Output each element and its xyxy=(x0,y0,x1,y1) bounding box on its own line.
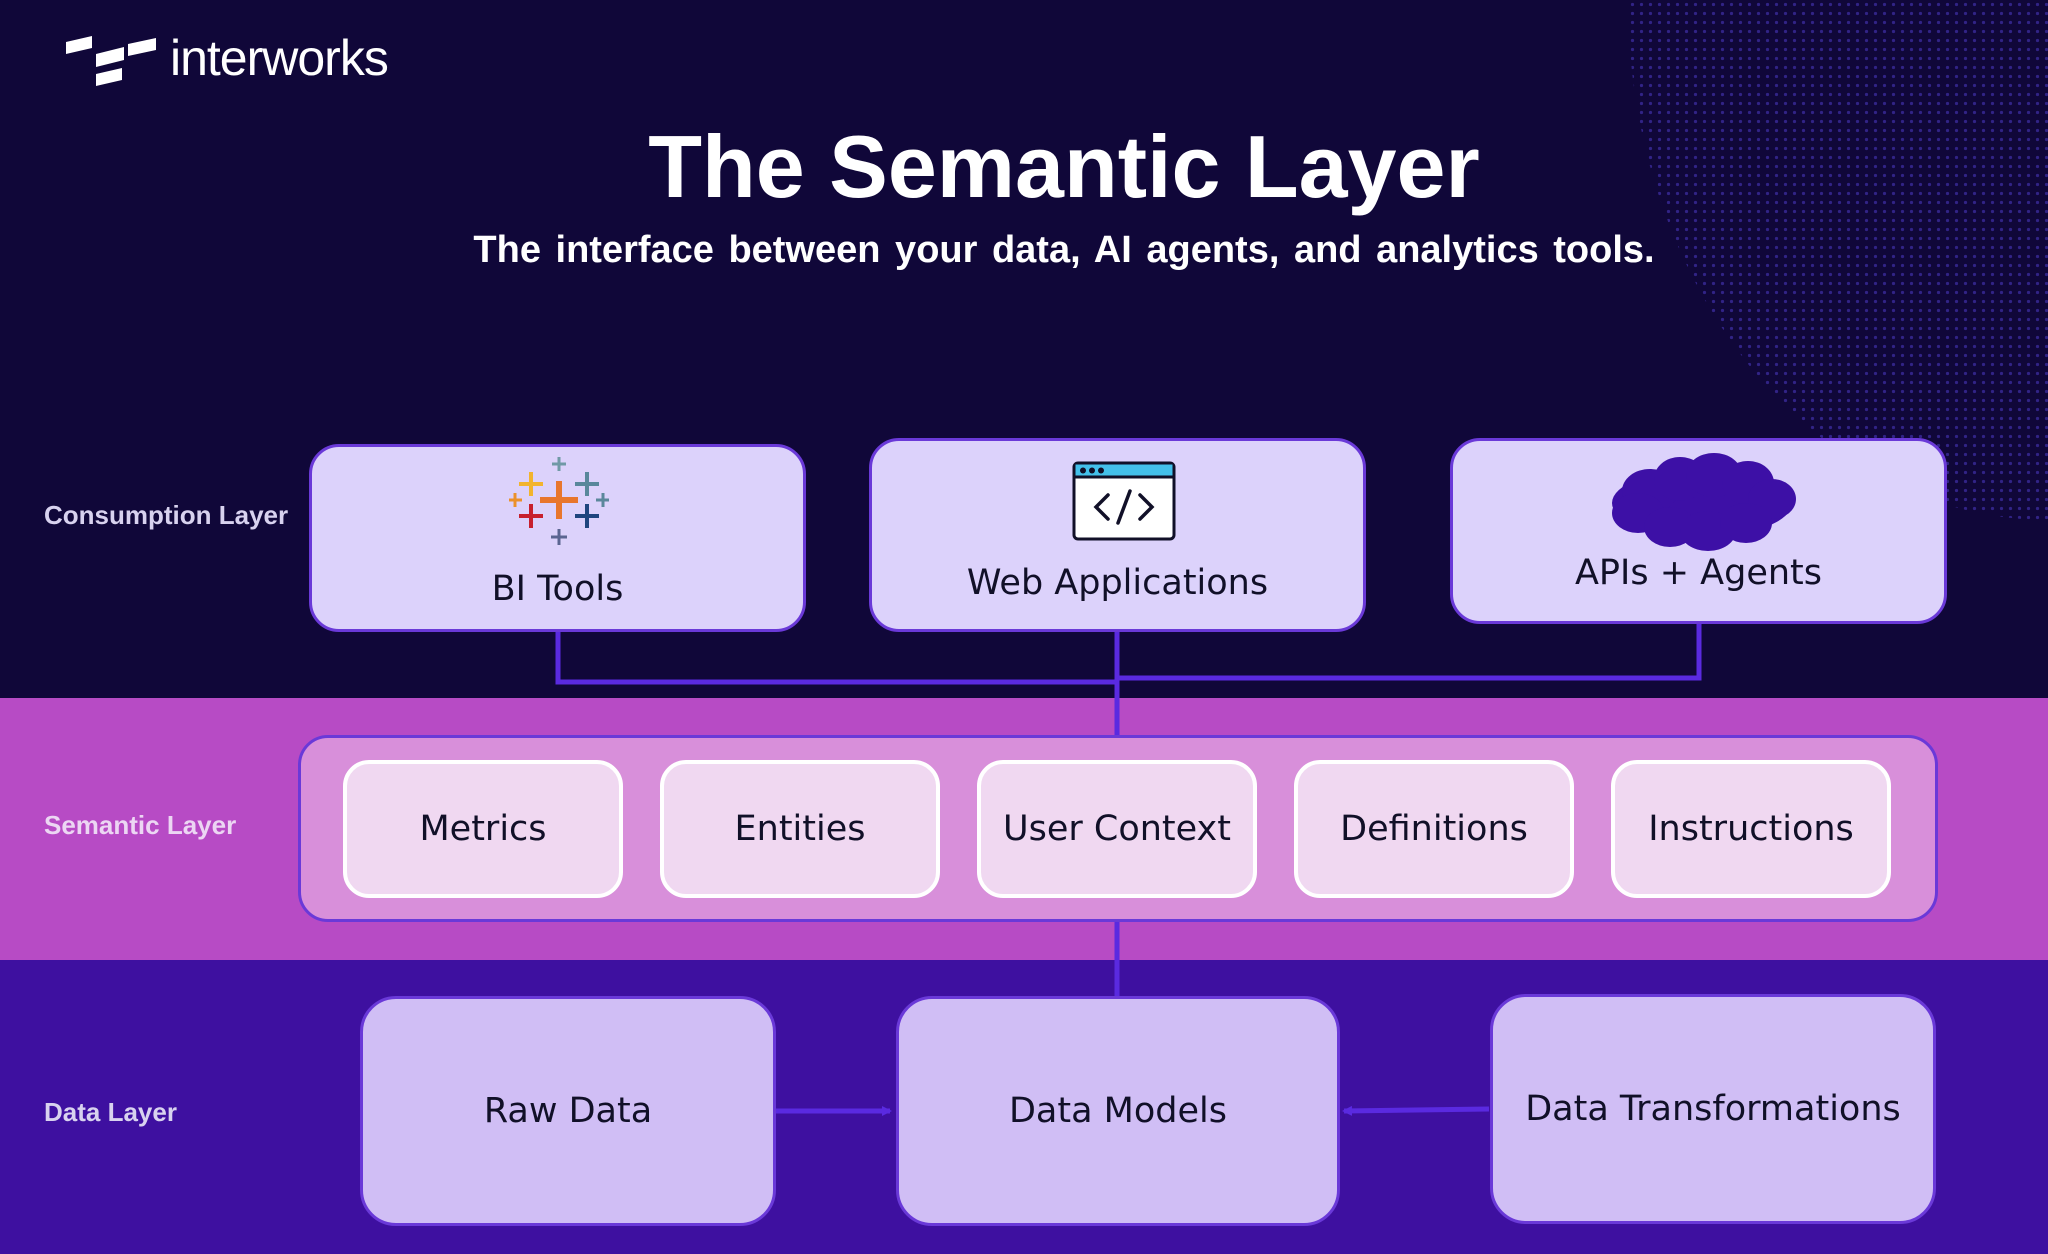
apis-agents-label: APIs + Agents xyxy=(1574,553,1823,593)
data-layer-label: Data Layer xyxy=(44,1097,177,1127)
logo-text: interworks xyxy=(170,30,389,86)
bi-tools-label: BI Tools xyxy=(491,569,624,609)
page-subtitle: The interface between your data, AI agen… xyxy=(473,229,1655,271)
entities-pill: Entities xyxy=(660,760,940,898)
code-window-icon xyxy=(1072,461,1176,541)
definitions-pill: Definitions xyxy=(1294,760,1574,898)
web-applications-label: Web Applications xyxy=(966,563,1269,603)
raw-data-card: Raw Data xyxy=(360,996,776,1226)
tableau-cross-icon xyxy=(509,457,609,545)
cloud-icon xyxy=(1612,453,1796,551)
data-transformations-card: Data Transformations xyxy=(1490,994,1936,1224)
interworks-logo-icon xyxy=(66,36,156,86)
web-applications-card: Web Applications xyxy=(869,438,1366,632)
user-context-pill: User Context xyxy=(977,760,1257,898)
metrics-pill: Metrics xyxy=(343,760,623,898)
bi-tools-card: BI Tools xyxy=(309,444,806,632)
data-models-card: Data Models xyxy=(896,996,1340,1226)
page-title: The Semantic Layer xyxy=(648,117,1480,216)
instructions-pill: Instructions xyxy=(1611,760,1891,898)
semantic-layer-label: Semantic Layer xyxy=(44,810,237,840)
consumption-layer-label: Consumption Layer xyxy=(44,500,289,530)
apis-agents-card: APIs + Agents xyxy=(1450,438,1947,624)
